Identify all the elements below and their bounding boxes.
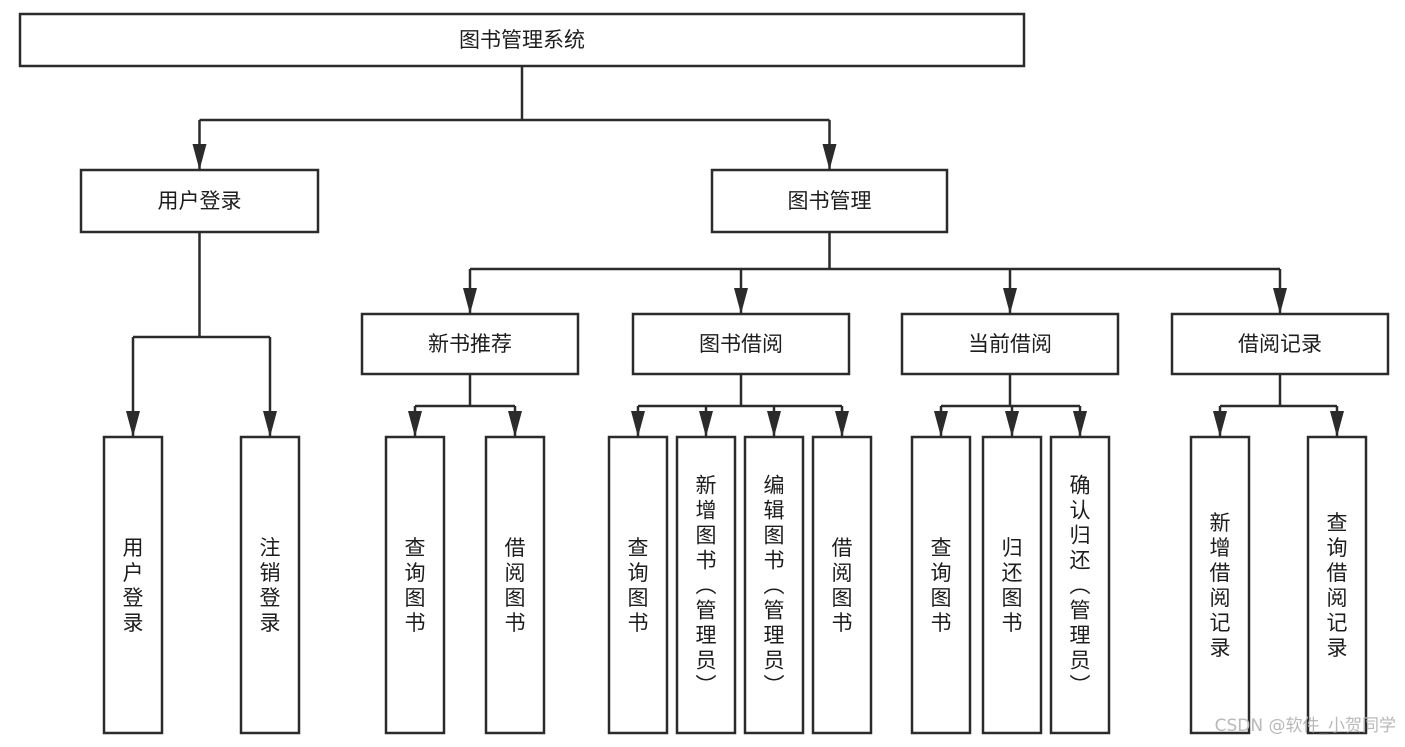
node-leaf-query-book-recommend[interactable]: 查询图书 bbox=[384, 435, 446, 735]
node-box-leaf-borrow-book-recommend[interactable] bbox=[484, 435, 546, 735]
node-label-leaf-query-book-recommend: 查询图书 bbox=[405, 536, 426, 635]
node-label-leaf-confirm-return: 确认归还︵管理员︶ bbox=[1070, 474, 1091, 698]
arrow-down-icon-user-login-1 bbox=[263, 411, 277, 437]
csdn-watermark: CSDN @软件_小贺同学 bbox=[1215, 716, 1396, 736]
node-label-leaf-add-book: 新增图书︵管理员︶ bbox=[696, 474, 717, 698]
arrow-down-icon-book-borrow-1 bbox=[699, 411, 713, 437]
arrow-down-icon-borrow-record-0 bbox=[1213, 411, 1227, 437]
node-label-current-borrow: 当前借阅 bbox=[968, 332, 1052, 356]
node-box-current-borrow[interactable] bbox=[900, 312, 1120, 376]
node-label-leaf-borrow-book: 借阅图书 bbox=[832, 536, 853, 635]
arrow-down-icon-book-borrow-0 bbox=[631, 411, 645, 437]
node-current-borrow[interactable]: 当前借阅 bbox=[900, 312, 1120, 376]
node-label-borrow-record: 借阅记录 bbox=[1238, 332, 1322, 356]
node-leaf-add-book[interactable]: 新增图书︵管理员︶ bbox=[675, 435, 737, 735]
arrow-down-icon-current-borrow-0 bbox=[934, 411, 948, 437]
node-user-login[interactable]: 用户登录 bbox=[79, 168, 320, 234]
node-label-new-book-recommend: 新书推荐 bbox=[428, 332, 512, 356]
node-leaf-edit-book[interactable]: 编辑图书︵管理员︶ bbox=[743, 435, 805, 735]
node-box-leaf-edit-book[interactable] bbox=[743, 435, 805, 735]
node-box-leaf-return-book[interactable] bbox=[981, 435, 1043, 735]
node-box-leaf-query-borrow-record[interactable] bbox=[1306, 435, 1368, 735]
node-label-leaf-borrow-book-recommend: 借阅图书 bbox=[505, 536, 526, 635]
node-book-borrow[interactable]: 图书借阅 bbox=[631, 312, 851, 376]
node-leaf-return-book[interactable]: 归还图书 bbox=[981, 435, 1043, 735]
node-label-leaf-query-book-current: 查询图书 bbox=[931, 536, 952, 635]
node-leaf-query-book-borrow[interactable]: 查询图书 bbox=[607, 435, 669, 735]
node-label-root: 图书管理系统 bbox=[459, 28, 585, 52]
node-box-leaf-query-book-current[interactable] bbox=[910, 435, 972, 735]
node-box-user-login[interactable] bbox=[79, 168, 320, 234]
node-box-book-borrow[interactable] bbox=[631, 312, 851, 376]
node-leaf-logout-login[interactable]: 注销登录 bbox=[239, 435, 301, 735]
node-label-user-login: 用户登录 bbox=[158, 189, 242, 213]
node-label-leaf-edit-book: 编辑图书︵管理员︶ bbox=[764, 474, 785, 698]
node-leaf-add-borrow-record[interactable]: 新增借阅记录 bbox=[1189, 435, 1251, 735]
node-label-leaf-return-book: 归还图书 bbox=[1002, 536, 1023, 635]
arrow-down-icon-current-borrow-2 bbox=[1073, 411, 1087, 437]
nodes-layer: 图书管理系统用户登录图书管理新书推荐图书借阅当前借阅借阅记录用户登录注销登录查询… bbox=[18, 12, 1390, 735]
node-label-leaf-add-borrow-record: 新增借阅记录 bbox=[1210, 511, 1231, 660]
arrow-down-icon-root-0 bbox=[192, 144, 207, 170]
node-box-leaf-add-borrow-record[interactable] bbox=[1189, 435, 1251, 735]
node-leaf-query-borrow-record[interactable]: 查询借阅记录 bbox=[1306, 435, 1368, 735]
node-root[interactable]: 图书管理系统 bbox=[18, 12, 1026, 68]
node-box-book-manage[interactable] bbox=[710, 168, 949, 234]
node-leaf-query-book-current[interactable]: 查询图书 bbox=[910, 435, 972, 735]
node-label-book-manage: 图书管理 bbox=[788, 189, 872, 213]
node-label-leaf-query-book-borrow: 查询图书 bbox=[628, 536, 649, 635]
node-label-leaf-query-borrow-record: 查询借阅记录 bbox=[1327, 511, 1348, 660]
node-box-borrow-record[interactable] bbox=[1170, 312, 1390, 376]
node-box-leaf-confirm-return[interactable] bbox=[1049, 435, 1111, 735]
node-box-leaf-add-book[interactable] bbox=[675, 435, 737, 735]
node-box-leaf-user-login[interactable] bbox=[102, 435, 164, 735]
node-label-book-borrow: 图书借阅 bbox=[699, 332, 783, 356]
node-book-manage[interactable]: 图书管理 bbox=[710, 168, 949, 234]
arrow-down-icon-book-borrow-2 bbox=[767, 411, 781, 437]
node-new-book-recommend[interactable]: 新书推荐 bbox=[360, 312, 580, 376]
arrow-down-icon-book-borrow-3 bbox=[835, 411, 849, 437]
node-box-root[interactable] bbox=[18, 12, 1026, 68]
node-leaf-borrow-book-recommend[interactable]: 借阅图书 bbox=[484, 435, 546, 735]
arrow-down-icon-book-manage-0 bbox=[463, 288, 477, 314]
arrow-down-icon-borrow-record-1 bbox=[1330, 411, 1344, 437]
node-box-leaf-query-book-recommend[interactable] bbox=[384, 435, 446, 735]
node-leaf-borrow-book[interactable]: 借阅图书 bbox=[811, 435, 873, 735]
node-borrow-record[interactable]: 借阅记录 bbox=[1170, 312, 1390, 376]
node-box-leaf-logout-login[interactable] bbox=[239, 435, 301, 735]
arrow-down-icon-new-book-recommend-1 bbox=[508, 411, 522, 437]
node-box-new-book-recommend[interactable] bbox=[360, 312, 580, 376]
node-label-leaf-logout-login: 注销登录 bbox=[260, 536, 281, 635]
arrow-down-icon-book-manage-2 bbox=[1003, 288, 1017, 314]
arrow-down-icon-book-manage-1 bbox=[734, 288, 748, 314]
arrow-down-icon-new-book-recommend-0 bbox=[408, 411, 422, 437]
arrow-down-icon-root-1 bbox=[822, 144, 837, 170]
node-box-leaf-borrow-book[interactable] bbox=[811, 435, 873, 735]
arrow-down-icon-user-login-0 bbox=[126, 411, 140, 437]
node-leaf-confirm-return[interactable]: 确认归还︵管理员︶ bbox=[1049, 435, 1111, 735]
node-box-leaf-query-book-borrow[interactable] bbox=[607, 435, 669, 735]
connectors-layer bbox=[126, 66, 1344, 437]
arrow-down-icon-current-borrow-1 bbox=[1005, 411, 1019, 437]
node-label-leaf-user-login: 用户登录 bbox=[123, 536, 144, 635]
node-leaf-user-login[interactable]: 用户登录 bbox=[102, 435, 164, 735]
arrow-down-icon-book-manage-3 bbox=[1273, 288, 1287, 314]
